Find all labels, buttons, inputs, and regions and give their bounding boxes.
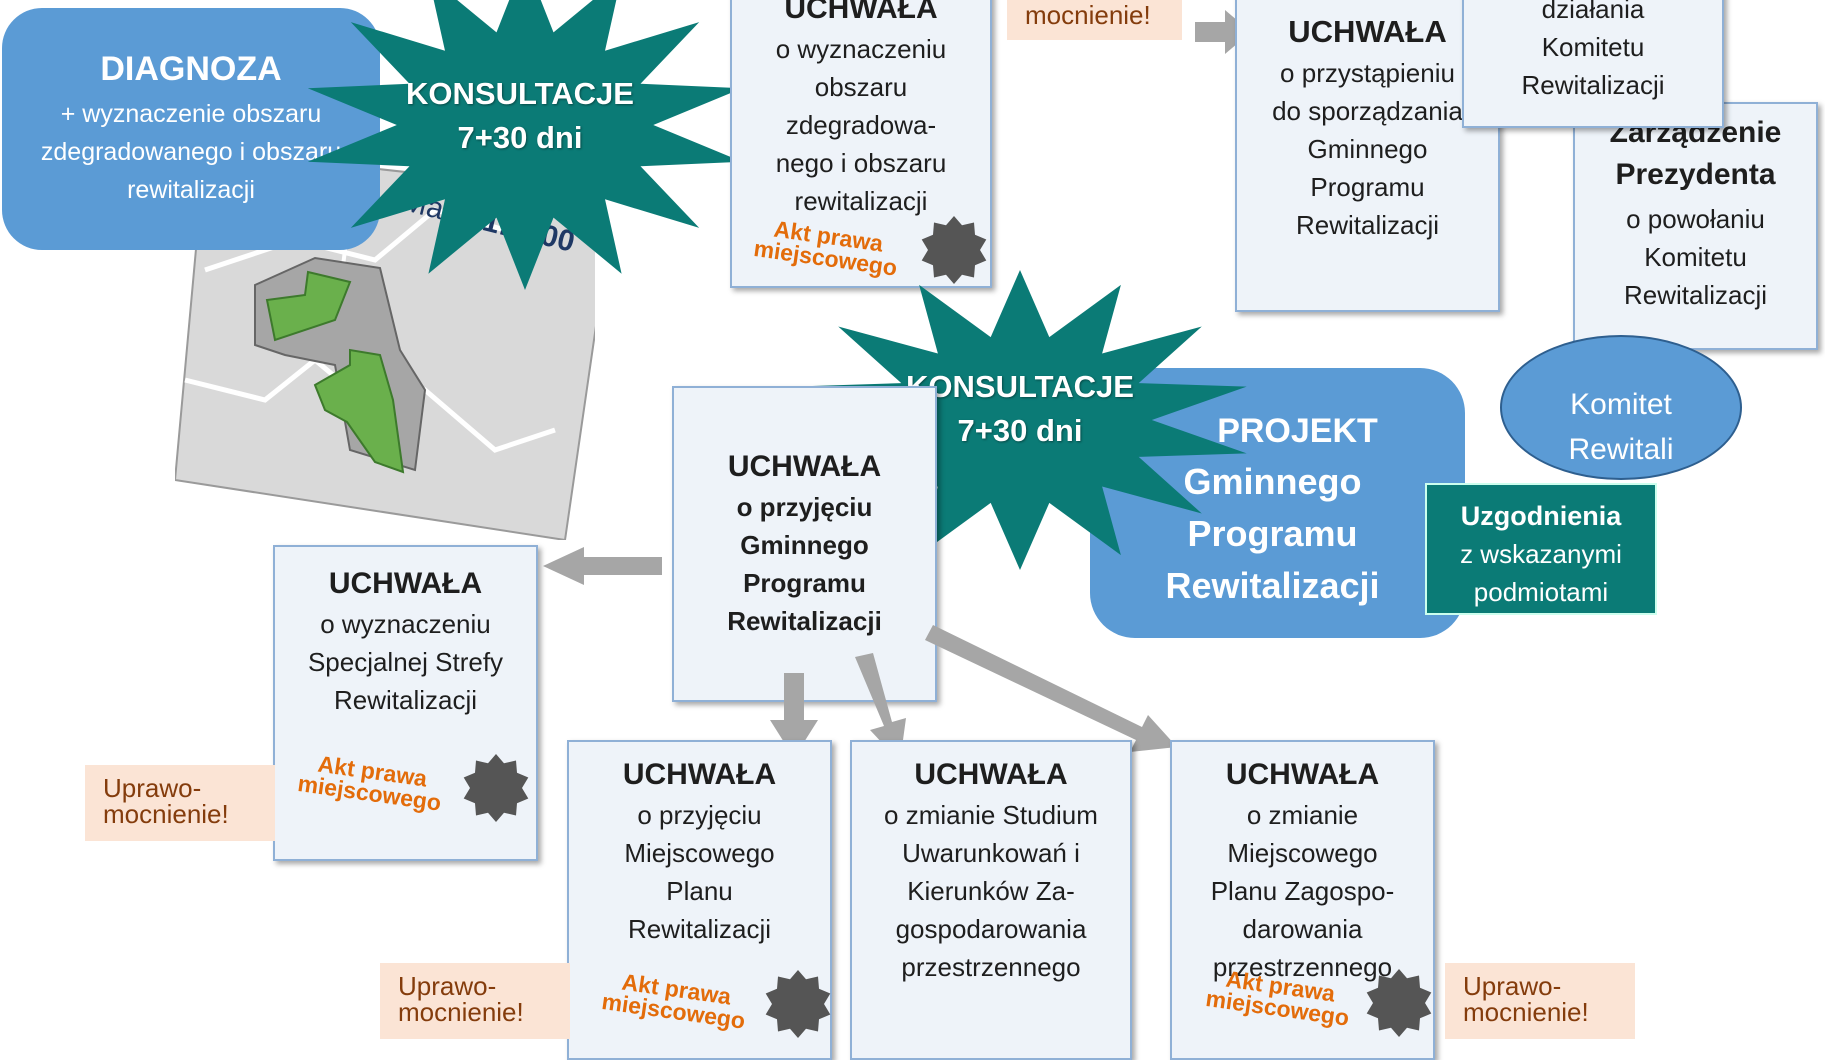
uchwala-studium-box: UCHWAŁA o zmianie Studium Uwarunkowań i …	[850, 740, 1132, 1060]
uchwala-mpzp-box: UCHWAŁA o zmianie Miejscowego Planu Zago…	[1170, 740, 1435, 1060]
komitet-ellipse: Komitet Rewitali zacji	[1500, 335, 1742, 480]
uchwala-mpzp-desc: o zmianie Miejscowego Planu Zagospo- dar…	[1210, 800, 1395, 982]
zarzadzenie-box: Zarządzenie Prezydenta o powołaniu Komit…	[1573, 102, 1818, 350]
seal-icon	[765, 970, 831, 1038]
zasady-dzialania-box: działania Komitetu Rewitalizacji	[1462, 0, 1724, 128]
uchwala-mpr-desc: o przyjęciu Miejscowego Planu Rewitaliza…	[624, 800, 775, 944]
uprawomocnienie-ssr: Uprawo- mocnienie!	[85, 765, 275, 841]
uchwala-przyjecie-gpr-box: UCHWAŁA o przyjęciu Gminnego Programu Re…	[672, 386, 937, 702]
zasady-dzialania-desc: działania Komitetu Rewitalizacji	[1521, 0, 1665, 100]
uchwala-obszar-title: UCHWAŁA	[784, 0, 938, 25]
uchwala-studium-title: UCHWAŁA	[914, 758, 1068, 791]
arrow-down-mpr	[770, 673, 818, 758]
konsultacje-1-label: KONSULTACJE	[406, 76, 634, 111]
uchwala-przystapienie-desc: o przystąpieniu do sporządzania Gminnego…	[1272, 58, 1463, 240]
uchwala-przyjecie-gpr-desc: o przyjęciu Gminnego Programu Rewitaliza…	[727, 492, 882, 636]
konsultacje-1-text: KONSULTACJE 7+30 dni	[370, 72, 670, 160]
uprawomocnienie-mpr: Uprawo- mocnienie!	[380, 963, 570, 1039]
projekt-title: PROJEKT	[1217, 412, 1378, 450]
seal-icon	[921, 216, 987, 284]
uchwala-przystapienie-box: UCHWAŁA o przystąpieniu do sporządzania …	[1235, 0, 1500, 312]
konsultacje-star-2	[793, 270, 1247, 570]
konsultacje-star-1	[307, 0, 743, 290]
uchwala-studium-desc: o zmianie Studium Uwarunkowań i Kierunkó…	[884, 800, 1098, 982]
projekt-desc: Gminnego Programu Rewitalizacji	[1165, 461, 1380, 606]
uchwala-mpr-title: UCHWAŁA	[622, 758, 777, 791]
uprawomocnienie-top: mocnienie!	[1007, 0, 1182, 40]
diagnoza-title: DIAGNOZA	[100, 50, 282, 88]
uchwala-mpzp-title: UCHWAŁA	[1225, 758, 1380, 791]
uzgodnienia-box: Uzgodnienia z wskazanymi podmiotami	[1425, 483, 1657, 615]
uchwala-obszar-desc: o wyznaczeniu obszaru zdegradowa- nego i…	[775, 34, 947, 216]
uzgodnienia-desc: z wskazanymi podmiotami	[1460, 539, 1622, 607]
konsultacje-2-text: KONSULTACJE 7+30 dni	[870, 365, 1170, 453]
uchwala-ssr-desc: o wyznaczeniu Specjalnej Strefy Rewitali…	[307, 609, 504, 715]
arrow-down-studium	[855, 653, 906, 762]
arrow-down-mpzp	[925, 625, 1177, 752]
uchwala-przyjecie-gpr-title: UCHWAŁA	[727, 450, 882, 483]
uchwala-przystapienie-title: UCHWAŁA	[1288, 14, 1447, 49]
konsultacje-1-days: 7+30 dni	[457, 120, 583, 155]
konsultacje-2-days: 7+30 dni	[957, 413, 1083, 448]
diagnoza-box: DIAGNOZA + wyznaczenie obszaru zdegradow…	[2, 8, 380, 250]
seal-icon	[1366, 969, 1432, 1037]
uprawomocnienie-mpzp: Uprawo- mocnienie!	[1445, 963, 1635, 1039]
arrow-left-ssr	[543, 547, 662, 585]
uchwala-ssr-title: UCHWAŁA	[328, 567, 483, 600]
diagnoza-desc: + wyznaczenie obszaru zdegradowanego i o…	[40, 100, 342, 204]
uzgodnienia-title: Uzgodnienia	[1460, 501, 1622, 531]
konsultacje-2-label: KONSULTACJE	[906, 369, 1134, 404]
zarzadzenie-desc: o powołaniu Komitetu Rewitalizacji	[1623, 204, 1768, 310]
komitet-label: Komitet Rewitali zacji	[1568, 388, 1674, 466]
seal-icon	[463, 754, 529, 822]
